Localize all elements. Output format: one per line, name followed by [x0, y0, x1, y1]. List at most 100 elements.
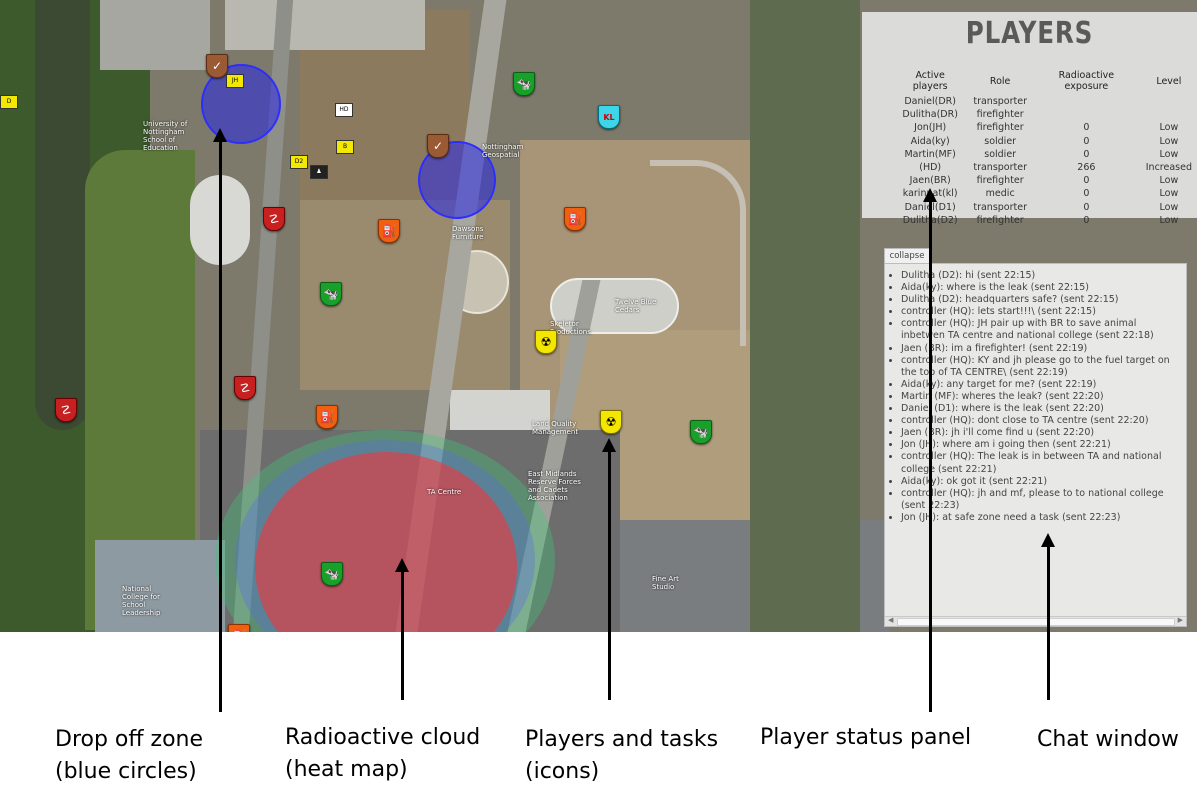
task-fuel-icon[interactable]: ⛽	[228, 624, 250, 632]
player-role: firefighter	[976, 122, 1024, 134]
player-role: soldier	[984, 135, 1017, 147]
map-label: Dawsons Furniture	[452, 225, 484, 241]
chat-window[interactable]: Dulitha (D2): hi (sent 22:15)Aida(ky): w…	[884, 263, 1187, 627]
chat-horizontal-scrollbar[interactable]: ◀ ▶	[885, 616, 1186, 626]
player-role: firefighter	[976, 175, 1024, 187]
task-animal-icon[interactable]: 🐄	[321, 562, 343, 586]
task-hazard-icon[interactable]: ☡	[234, 376, 256, 400]
caption-dropoff-line2: (blue circles)	[55, 759, 197, 784]
caption-chat-line1: Chat window	[1037, 727, 1179, 752]
water-channel	[35, 0, 90, 430]
player-role: medic	[985, 188, 1015, 200]
column-header: Radioactive exposure	[1058, 70, 1115, 92]
player-level: Increased	[1145, 162, 1192, 174]
arrow-status-head-icon	[923, 188, 937, 202]
map-label: Land Quality Management	[532, 420, 579, 436]
task-fuel-icon[interactable]: ⛽	[316, 405, 338, 429]
caption-dropoff-line1: Drop off zone	[55, 727, 204, 752]
player-role: soldier	[984, 148, 1017, 160]
chat-message: controller (HQ): KY and jh please go to …	[901, 355, 1180, 379]
player-row: Daniel(DR)transporter	[892, 95, 1197, 108]
players-panel-title: PLAYERS	[965, 16, 1094, 51]
player-level: Low	[1159, 201, 1179, 213]
task-medic-icon[interactable]: KL	[598, 105, 620, 129]
scroll-thumb[interactable]	[897, 618, 1175, 626]
player-exposure: 0	[1083, 122, 1090, 134]
caption-players-line2: (icons)	[525, 759, 600, 784]
player-name: Martin(MF)	[904, 148, 956, 160]
chat-message: Dulitha (D2): headquarters safe? (sent 2…	[901, 294, 1180, 306]
map-label: Fine Art Studio	[652, 575, 679, 591]
player-role: firefighter	[976, 214, 1024, 226]
player-level	[1141, 95, 1197, 108]
chat-message: controller (HQ): jh and mf, please to to…	[901, 488, 1180, 512]
chat-message: controller (HQ): dont close to TA centre…	[901, 415, 1180, 427]
map-label: TA Centre	[427, 488, 462, 496]
arrow-chat-line	[1047, 545, 1050, 700]
chat-message: controller (HQ): lets start!!!\ (sent 22…	[901, 306, 1180, 318]
task-hazard-icon[interactable]: ☡	[55, 398, 77, 422]
map-label: Nottingham Geospatial	[482, 143, 524, 159]
player-icon[interactable]: HD	[335, 103, 353, 117]
arrow-dropoff-line	[219, 140, 222, 712]
player-icon[interactable]: B	[336, 140, 354, 154]
player-role: transporter	[973, 201, 1027, 213]
map-label: National College for School Leadership	[122, 585, 161, 617]
player-level: Low	[1159, 175, 1179, 187]
curved-track	[650, 160, 746, 346]
chat-message: controller (HQ): The leak is in between …	[901, 451, 1180, 475]
player-name: (HD)	[919, 162, 942, 174]
caption-chat: Chat window	[1037, 724, 1179, 756]
task-animal-icon[interactable]: 🐄	[513, 72, 535, 96]
player-name: Jaen(BR)	[909, 175, 951, 187]
task-fuel-icon[interactable]: ⛽	[564, 207, 586, 231]
building-national-college	[95, 540, 225, 632]
caption-status: Player status panel	[760, 722, 971, 754]
rail-corridor	[750, 0, 860, 632]
player-exposure: 0	[1083, 175, 1090, 187]
player-exposure: 266	[1077, 162, 1096, 174]
task-check-icon[interactable]: ✓	[206, 54, 228, 78]
caption-players: Players and tasks (icons)	[525, 724, 718, 788]
player-row: Jaen(BR) firefighter 0 Low	[892, 174, 1197, 187]
player-icon[interactable]: D2	[290, 155, 308, 169]
task-fuel-icon[interactable]: ⛽	[378, 219, 400, 243]
chat-collapse-button[interactable]: collapse	[884, 248, 930, 264]
player-level: Low	[1159, 188, 1179, 200]
chat-message-list: Dulitha (D2): hi (sent 22:15)Aida(ky): w…	[885, 270, 1186, 524]
scroll-left-arrow-icon[interactable]: ◀	[888, 616, 894, 624]
player-name: Aida(ky)	[910, 135, 950, 147]
player-icon[interactable]: D	[0, 95, 18, 109]
player-exposure: 0	[1083, 188, 1090, 200]
chat-message: Aida(ky): any target for me? (sent 22:19…	[901, 379, 1180, 391]
building-top-mid	[225, 0, 425, 50]
task-animal-icon[interactable]: 🐄	[320, 282, 342, 306]
task-radiation-icon[interactable]: ☢	[600, 410, 622, 434]
player-level: Low	[1159, 148, 1179, 160]
chat-message: Dulitha (D2): hi (sent 22:15)	[901, 270, 1180, 282]
map-label: University of Nottingham School of Educa…	[143, 120, 188, 152]
map-label: Skeletor Productions	[550, 320, 591, 336]
chat-message: Jaen (BR): im a firefighter! (sent 22:19…	[901, 343, 1180, 355]
player-level: Low	[1159, 122, 1179, 134]
arrow-status-line	[929, 200, 932, 712]
player-name: Dulitha(DR)	[902, 109, 958, 121]
chat-message: controller (HQ): JH pair up with BR to s…	[901, 318, 1180, 342]
scroll-right-arrow-icon[interactable]: ▶	[1177, 616, 1183, 624]
task-hazard-icon[interactable]: ☡	[263, 207, 285, 231]
chat-message: Martin (MF): wheres the leak? (sent 22:2…	[901, 391, 1180, 403]
player-transport-icon[interactable]: JH	[226, 74, 244, 88]
player-level	[1141, 108, 1197, 121]
player-exposure: 0	[1083, 201, 1090, 213]
map-label: East Midlands Reserve Forces and Cadets …	[528, 470, 581, 502]
caption-players-line1: Players and tasks	[525, 727, 719, 752]
column-header: Level	[1156, 75, 1182, 87]
task-radiation-icon[interactable]: ☢	[535, 330, 557, 354]
task-animal-icon[interactable]: 🐄	[690, 420, 712, 444]
player-icon[interactable]: ♟	[310, 165, 328, 179]
task-check-icon[interactable]: ✓	[427, 134, 449, 158]
